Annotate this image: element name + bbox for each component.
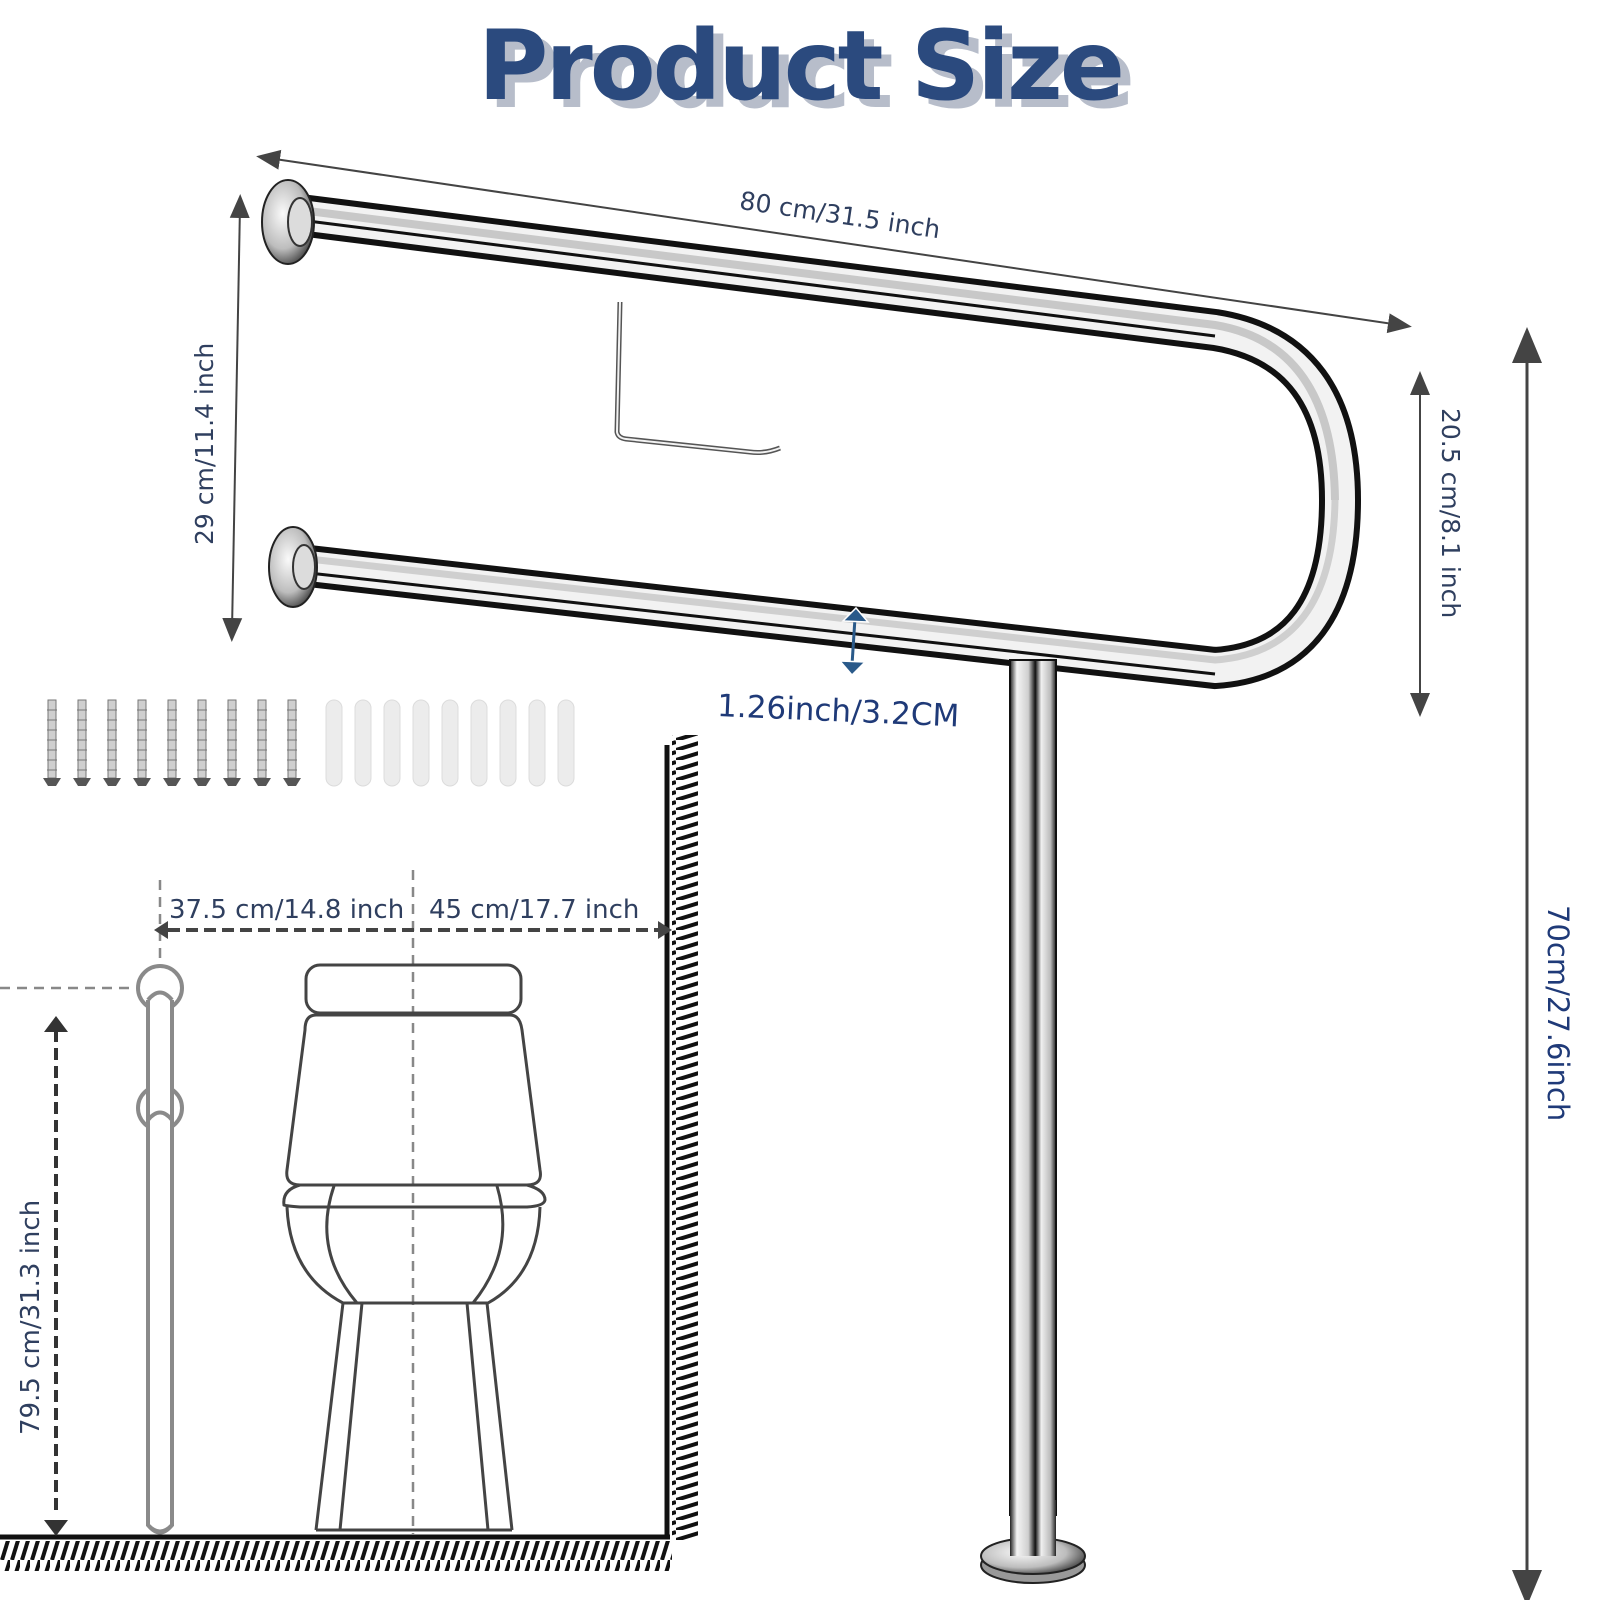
wall-offset-label: 45 cm/17.7 inch <box>429 895 640 925</box>
paper-holder <box>614 301 781 455</box>
wall-hatching <box>672 735 698 1540</box>
arm-spacing-label: 29 cm/11.4 inch <box>190 342 219 545</box>
inner-spacing-label: 20.5 cm/8.1 inch <box>1436 408 1465 619</box>
length-dimension-line <box>256 149 1412 334</box>
page-title-wrap: Product Size Product Size <box>0 18 1600 122</box>
support-height-label: 70cm/27.6inch <box>1541 905 1575 1122</box>
title-shadow: Product Size <box>488 18 1135 130</box>
title-text: Product Size <box>478 10 1125 122</box>
grab-bar-product <box>261 179 1361 1584</box>
toilet-drawing <box>282 963 547 1532</box>
arm-spacing-dimension-line <box>222 194 250 642</box>
mount-height-label: 79.5 cm/31.3 inch <box>16 1199 46 1435</box>
wall-anchors <box>325 699 575 787</box>
hardware-kit <box>43 699 575 787</box>
installation-diagram <box>0 735 698 1571</box>
support-leg <box>1009 659 1057 1516</box>
floor-hatching <box>0 1541 672 1571</box>
page-title: Product Size Product Size <box>478 18 1135 122</box>
left-offset-label: 37.5 cm/14.8 inch <box>169 895 405 925</box>
diameter-indicator <box>838 606 870 677</box>
screws <box>43 699 301 786</box>
